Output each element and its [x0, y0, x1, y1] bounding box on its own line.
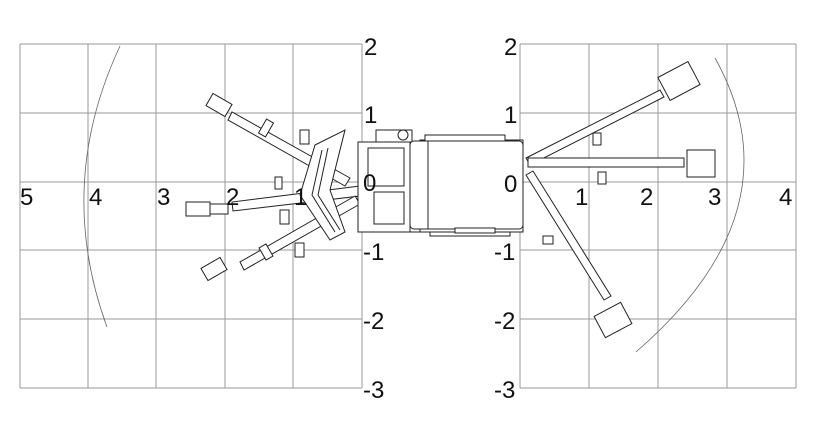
right-boom-middle — [527, 149, 716, 185]
y-tick-label: 1 — [504, 102, 517, 129]
y-tick-label: -3 — [494, 377, 515, 404]
y-tick-label: -2 — [363, 308, 384, 335]
left-x-axis-labels: 5 4 3 2 1 0 — [20, 170, 376, 211]
right-reach-arc — [635, 57, 745, 353]
left-boom-guard — [299, 129, 346, 241]
x-tick-label: 3 — [708, 184, 721, 211]
y-tick-label: -1 — [363, 239, 384, 266]
right-boom-upper — [525, 60, 701, 166]
x-tick-label: 2 — [640, 184, 653, 211]
x-tick-label: 1 — [294, 184, 307, 211]
right-rig — [409, 60, 716, 339]
right-x-axis-labels: 0 1 2 3 4 — [504, 171, 792, 211]
x-tick-label: 3 — [157, 184, 170, 211]
x-tick-label: 0 — [363, 170, 376, 197]
y-tick-label: 1 — [364, 102, 377, 129]
x-tick-label: 2 — [226, 184, 239, 211]
y-tick-label: -3 — [363, 377, 384, 404]
left-y-axis-labels: 2 1 -1 -2 -3 — [363, 34, 384, 404]
x-tick-label: 4 — [89, 184, 102, 211]
y-tick-label: 2 — [364, 34, 377, 61]
right-boom-lower — [525, 170, 633, 339]
left-reach-arc — [83, 45, 121, 328]
y-tick-label: -2 — [494, 308, 515, 335]
y-tick-label: -1 — [494, 239, 515, 266]
left-grid — [19, 43, 363, 389]
x-tick-label: 4 — [779, 184, 792, 211]
x-tick-label: 0 — [504, 171, 517, 198]
right-grid — [519, 43, 797, 389]
y-tick-label: 2 — [504, 34, 517, 61]
right-y-axis-labels: 2 1 -1 -2 -3 — [494, 34, 517, 404]
x-tick-label: 1 — [575, 184, 588, 211]
x-tick-label: 5 — [20, 184, 33, 211]
